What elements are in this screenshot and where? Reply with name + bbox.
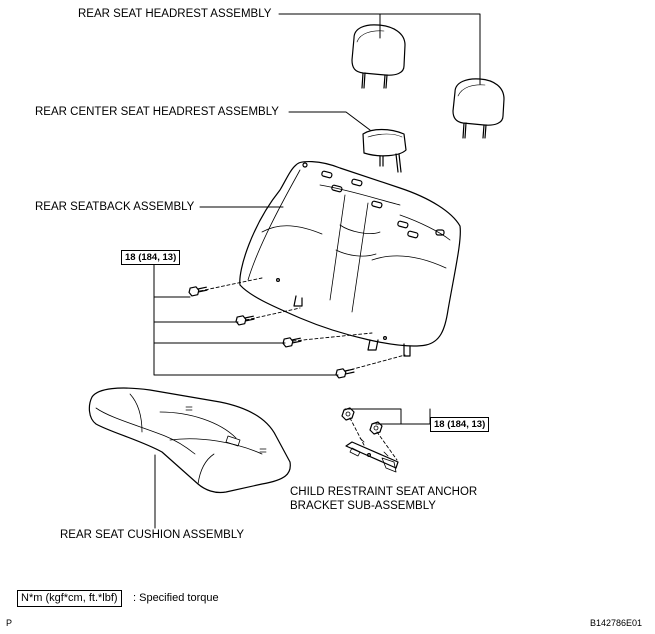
page-mark: P (6, 618, 13, 628)
left-headrest (351, 24, 406, 89)
leader-lines (153, 13, 481, 529)
rear-seat-cushion-label: REAR SEAT CUSHION ASSEMBLY (60, 529, 245, 541)
rear-seatback (239, 161, 461, 357)
dashed-bolt-lines (199, 277, 406, 461)
child-restraint-bracket (345, 437, 399, 473)
rear-seat-cushion (88, 387, 291, 494)
figure-id: B142786E01 (590, 618, 643, 628)
torque-unit-legend-box: N*m (kgf*cm, ft.*lbf) (17, 590, 122, 607)
rear-seat-headrest-label: REAR SEAT HEADREST ASSEMBLY (78, 8, 272, 20)
bracket-nuts (341, 407, 383, 435)
bracket-torque-spec: 18 (184, 13) (430, 417, 490, 432)
right-headrest (452, 78, 505, 139)
seatback-bolts (188, 286, 355, 379)
child-restraint-label-line1: CHILD RESTRAINT SEAT ANCHOR (290, 486, 478, 498)
rear-seatback-label: REAR SEATBACK ASSEMBLY (35, 201, 195, 213)
center-headrest (362, 128, 407, 173)
child-restraint-label-line2: BRACKET SUB-ASSEMBLY (290, 500, 436, 512)
seatback-torque-spec: 18 (184, 13) (121, 250, 181, 265)
rear-center-seat-headrest-label: REAR CENTER SEAT HEADREST ASSEMBLY (35, 106, 279, 118)
torque-legend-description: : Specified torque (133, 592, 219, 604)
